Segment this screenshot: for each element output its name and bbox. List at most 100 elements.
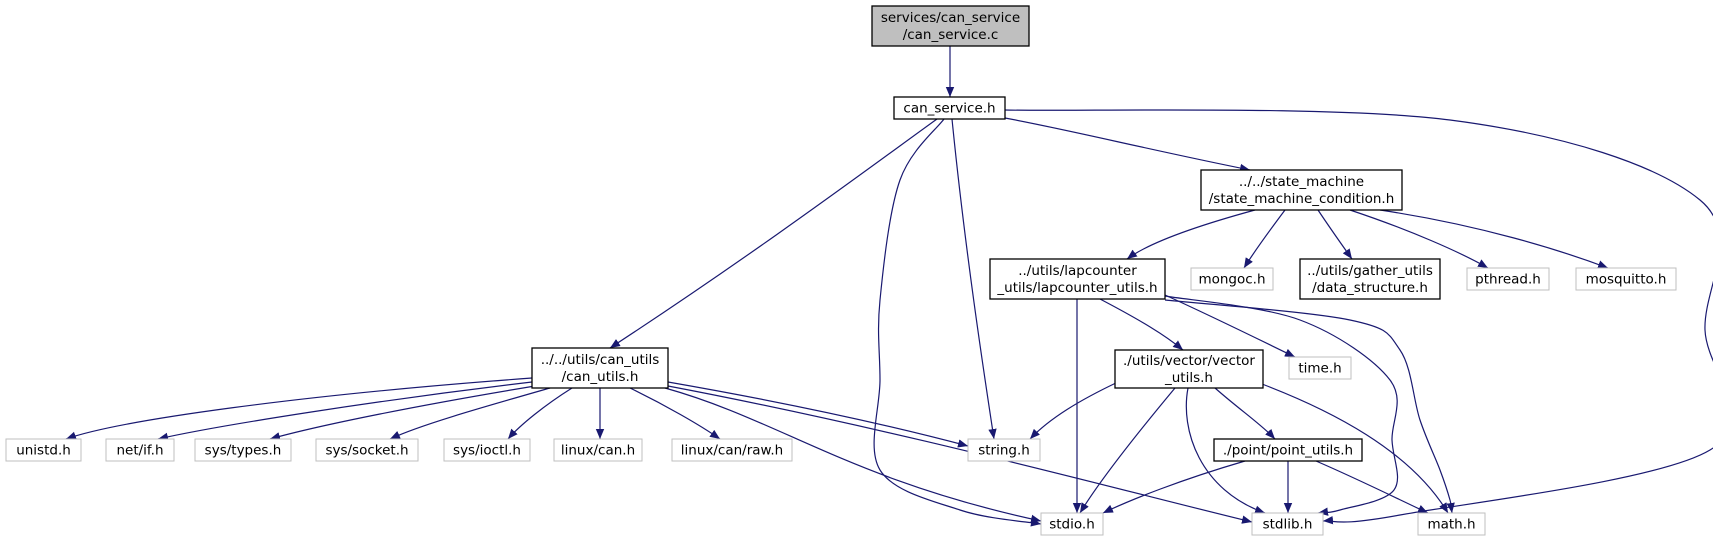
node-label: sys/socket.h <box>325 443 408 459</box>
node-label: /can_service.c <box>903 27 999 43</box>
node-sys-ioctl-h: sys/ioctl.h <box>443 438 531 462</box>
edge-can_utils_h-to-string_h <box>667 381 969 448</box>
edge-state_machine_condition_h-to-mongoc_h <box>1243 209 1286 269</box>
edge-state_machine_condition_h-to-mosquitto_h <box>1379 209 1609 269</box>
edge-can_service_h-to-stdio_h <box>873 118 1042 527</box>
node-string-h: string.h <box>967 438 1041 462</box>
node-label: ./point/point_utils.h <box>1223 443 1353 459</box>
node-label: ../../state_machine <box>1239 174 1364 190</box>
node-box <box>531 347 669 389</box>
node-label: /data_structure.h <box>1312 280 1428 296</box>
node-label: linux/can.h <box>561 443 635 459</box>
edge-state_machine_condition_h-to-data_structure_h <box>1317 209 1353 260</box>
node-time-h: time.h <box>1288 356 1352 380</box>
node-mosquitto-h: mosquitto.h <box>1575 267 1677 291</box>
node-box <box>671 438 793 462</box>
edges-layer <box>65 46 1713 527</box>
edge-can_service_h-to-string_h <box>951 118 997 440</box>
node-pthread-h: pthread.h <box>1466 267 1550 291</box>
edge-point_utils_h-to-stdio_h <box>1102 460 1246 514</box>
node-box <box>5 438 82 462</box>
node-box <box>1288 356 1352 380</box>
node-label: sys/ioctl.h <box>453 443 521 459</box>
edge-lapcounter_utils_h-to-stdlib_h <box>1164 295 1399 516</box>
edge-can_service_h-to-stdlib_h <box>1004 109 1713 525</box>
edge-vector_utils_h-to-point_utils_h <box>1214 387 1276 440</box>
node-lapcounter-utils-h[interactable]: ../utils/lapcounter_utils/lapcounter_uti… <box>989 258 1166 300</box>
node-label: string.h <box>978 443 1030 459</box>
node-label: can_service.h <box>903 101 995 117</box>
node-label: _utils/lapcounter_utils.h <box>996 280 1157 296</box>
node-label: /can_utils.h <box>562 369 639 385</box>
node-box <box>1114 349 1264 389</box>
node-data-structure-h[interactable]: ../utils/gather_utils/data_structure.h <box>1299 258 1441 300</box>
node-label: math.h <box>1427 517 1475 533</box>
node-net-if-h: net/if.h <box>105 438 175 462</box>
node-label: sys/types.h <box>205 443 282 459</box>
node-stdlib-h: stdlib.h <box>1251 512 1324 536</box>
node-box <box>1040 512 1104 536</box>
node-label: /state_machine_condition.h <box>1209 191 1395 207</box>
node-box <box>315 438 419 462</box>
node-box <box>871 5 1030 47</box>
node-box <box>443 438 531 462</box>
node-label: mongoc.h <box>1198 272 1265 288</box>
edge-lapcounter_utils_h-to-vector_utils_h <box>1099 298 1184 351</box>
node-box <box>1417 512 1486 536</box>
node-box <box>1251 512 1324 536</box>
edge-vector_utils_h-to-stdio_h <box>1079 387 1176 514</box>
node-label: net/if.h <box>116 443 163 459</box>
node-unistd-h: unistd.h <box>5 438 82 462</box>
node-label: services/can_service <box>881 10 1020 26</box>
edge-can_service_h-to-can_utils_h <box>609 118 938 349</box>
node-sys-types-h: sys/types.h <box>194 438 292 462</box>
node-mongoc-h: mongoc.h <box>1190 267 1274 291</box>
node-box <box>1190 267 1274 291</box>
node-label: stdio.h <box>1049 517 1095 533</box>
edge-can_service_h-to-state_machine_condition_h <box>1004 117 1251 173</box>
node-can-service-h[interactable]: can_service.h <box>893 96 1006 120</box>
edge-can_utils_h-to-unistd_h <box>65 377 533 440</box>
node-label: time.h <box>1298 361 1341 377</box>
node-label: stdlib.h <box>1263 517 1313 533</box>
node-label: mosquitto.h <box>1586 272 1667 288</box>
node-point-utils-h[interactable]: ./point/point_utils.h <box>1213 438 1363 462</box>
node-box <box>967 438 1041 462</box>
node-box <box>1213 438 1363 462</box>
node-linux-can-raw-h: linux/can/raw.h <box>671 438 793 462</box>
edge-vector_utils_h-to-stdlib_h <box>1185 387 1266 514</box>
node-math-h: math.h <box>1417 512 1486 536</box>
edge-vector_utils_h-to-math_h <box>1261 383 1449 514</box>
node-can-utils-h[interactable]: ../../utils/can_utils/can_utils.h <box>531 347 669 389</box>
node-state-machine-condition-h[interactable]: ../../state_machine/state_machine_condit… <box>1200 169 1403 211</box>
edge-state_machine_condition_h-to-lapcounter_utils_h <box>1126 209 1256 260</box>
node-box <box>1299 258 1441 300</box>
edge-vector_utils_h-to-string_h <box>1029 381 1119 440</box>
node-linux-can-h: linux/can.h <box>553 438 643 462</box>
node-label: unistd.h <box>16 443 71 459</box>
edge-can_utils_h-to-sys_types_h <box>269 385 536 441</box>
edge-can_utils_h-to-sys_socket_h <box>389 387 551 440</box>
nodes-layer: services/can_service/can_service.c can_se… <box>5 5 1677 536</box>
edge-can_utils_h-to-net_if_h <box>157 381 533 441</box>
node-root[interactable]: services/can_service/can_service.c <box>871 5 1030 47</box>
node-label: ../utils/lapcounter <box>1018 263 1137 279</box>
node-vector-utils-h[interactable]: ./utils/vector/vector_utils.h <box>1114 349 1264 389</box>
edge-can_utils_h-to-sys_ioctl_h <box>507 387 573 440</box>
node-label: linux/can/raw.h <box>681 443 783 459</box>
node-box <box>989 258 1166 300</box>
node-box <box>1200 169 1403 211</box>
node-box <box>893 96 1006 120</box>
node-box <box>553 438 643 462</box>
node-label: pthread.h <box>1475 272 1541 288</box>
node-label: ../utils/gather_utils <box>1307 263 1433 279</box>
node-box <box>194 438 292 462</box>
node-stdio-h: stdio.h <box>1040 512 1104 536</box>
edge-can_utils_h-to-linux_can_raw_h <box>629 387 721 440</box>
edge-lapcounter_utils_h-to-math_h <box>1164 299 1455 514</box>
node-sys-socket-h: sys/socket.h <box>315 438 419 462</box>
node-label: ./utils/vector/vector <box>1123 353 1255 369</box>
node-box <box>105 438 175 462</box>
node-label: _utils.h <box>1164 370 1213 386</box>
